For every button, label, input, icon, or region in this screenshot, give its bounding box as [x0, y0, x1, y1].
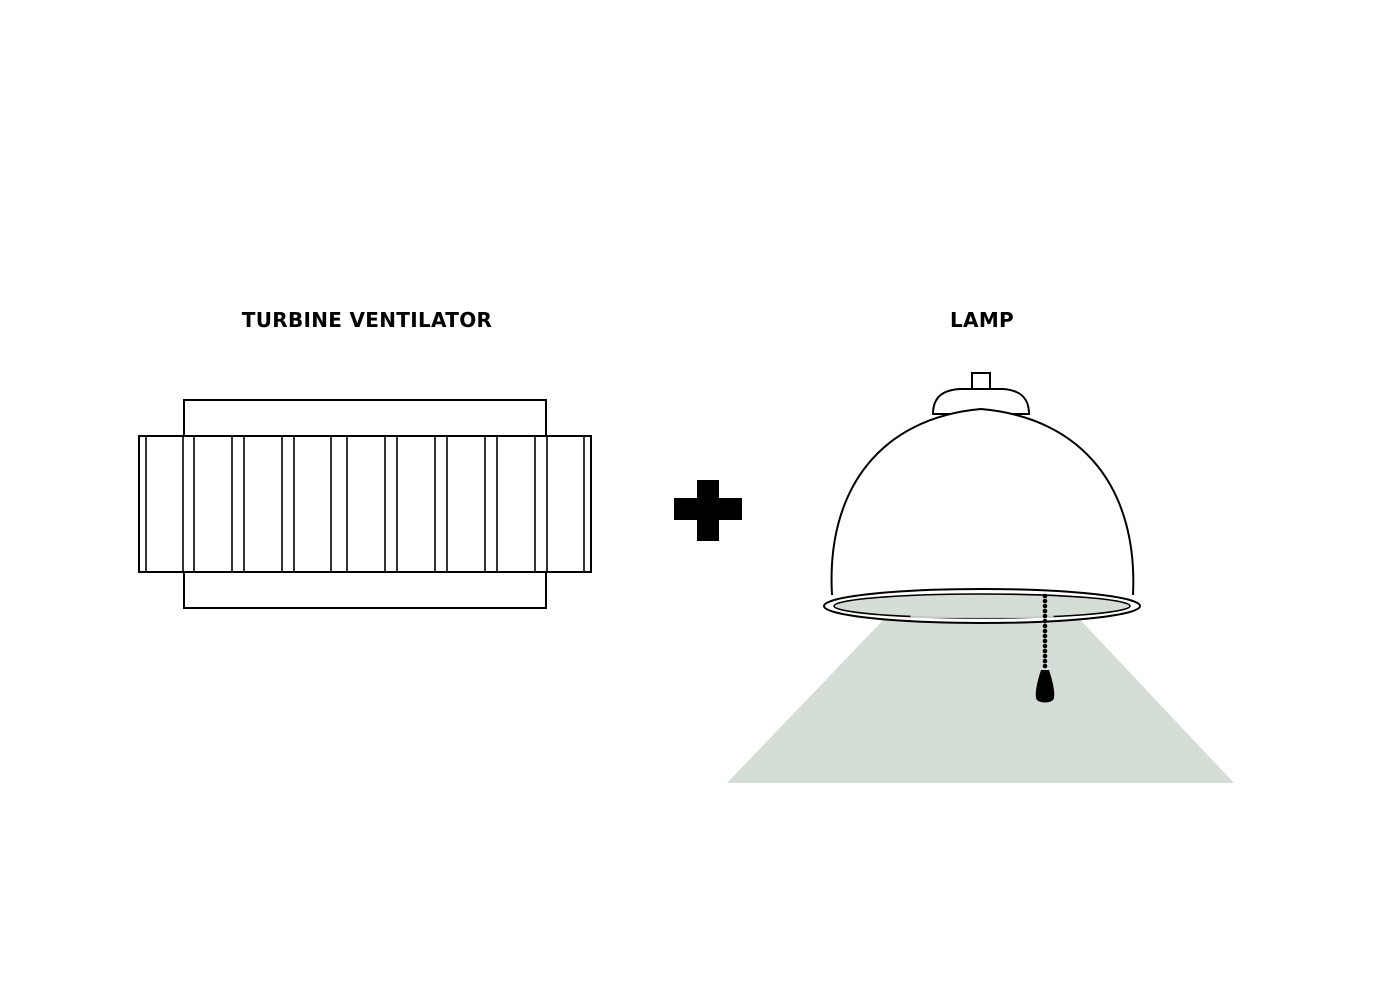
turbine-vanes	[145, 436, 585, 572]
lamp-light-opening	[910, 600, 1054, 618]
turbine-bottom-collar	[183, 571, 547, 609]
lamp-label: LAMP	[950, 308, 1014, 332]
lamp-illustration	[727, 372, 1234, 783]
turbine-ventilator-illustration	[138, 399, 592, 609]
lamp-socket-cap	[931, 388, 1031, 415]
lamp-pull-chain	[1042, 593, 1048, 669]
turbine-ventilator-label: TURBINE VENTILATOR	[241, 308, 493, 332]
turbine-vane-body	[138, 435, 592, 573]
lamp-pull-fob	[1035, 670, 1055, 703]
plus-icon	[674, 480, 742, 541]
turbine-top-cap	[183, 399, 547, 437]
lamp-light-cone	[727, 592, 1234, 783]
lamp-shade	[830, 407, 1135, 596]
